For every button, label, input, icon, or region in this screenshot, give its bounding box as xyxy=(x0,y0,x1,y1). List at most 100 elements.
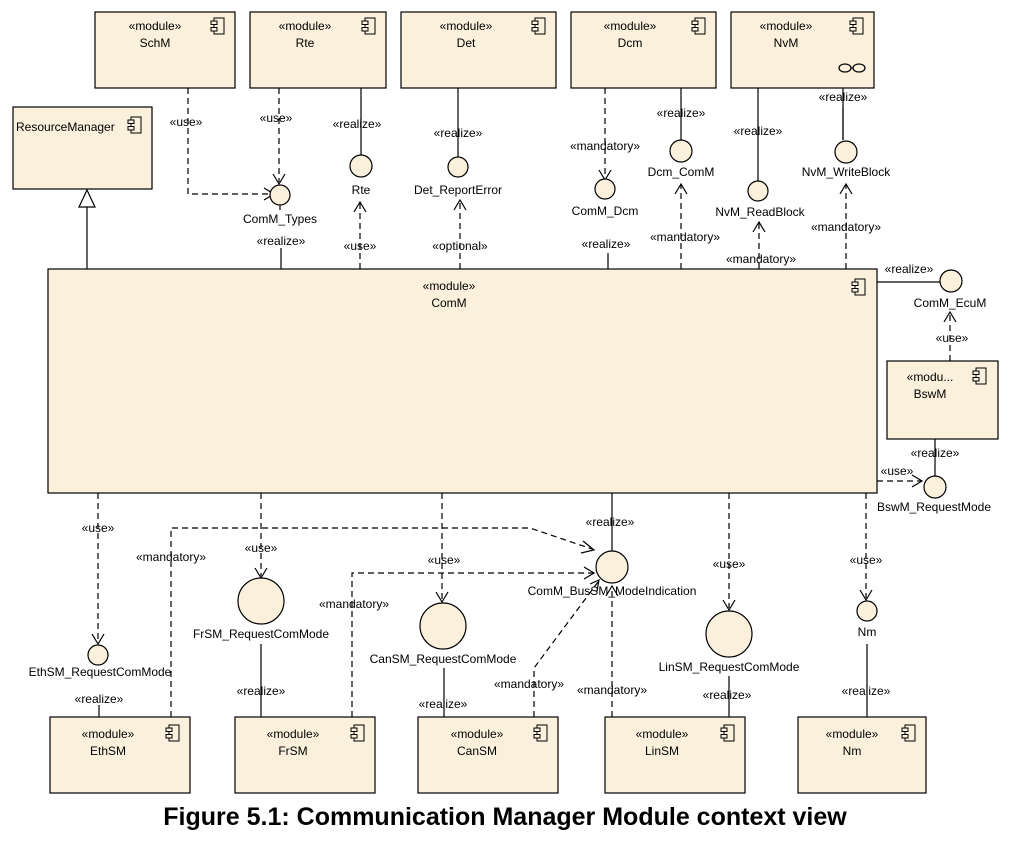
use-label: «use» xyxy=(936,331,969,345)
stereotype-label: «module» xyxy=(760,19,813,33)
stereotype-label: «module» xyxy=(279,19,332,33)
component-diagram: «module» SchM «module» Rte «module» Det … xyxy=(12,11,999,794)
interface-linsm-request-com-mode[interactable]: LinSM_RequestComMode «realize» xyxy=(659,610,800,717)
module-cansm[interactable]: «module» CanSM xyxy=(417,716,559,794)
interface-comm-bussm-mode-indication[interactable]: «realize» ComM_BusSM_ModeIndication xyxy=(528,493,697,598)
mandatory-label: «mandatory» xyxy=(726,252,796,266)
interface-det-report-error[interactable]: «realize» Det_ReportError xyxy=(414,88,502,197)
interface-nvm-read-block[interactable]: «realize» NvM_ReadBlock xyxy=(715,88,806,219)
stereotype-label: «module» xyxy=(129,19,182,33)
use-label: «use» xyxy=(344,239,377,253)
optional-label: «optional» xyxy=(432,239,488,253)
module-det[interactable]: «module» Det xyxy=(400,11,557,89)
realize-label: «realize» xyxy=(842,684,891,698)
realize-label: «realize» xyxy=(819,90,868,104)
comm-use-ethsm: «use» xyxy=(82,493,115,646)
module-name: CanSM xyxy=(457,744,497,758)
module-name: Det xyxy=(457,36,476,50)
comm-optional-det: «optional» xyxy=(432,198,488,269)
use-label: «use» xyxy=(713,557,746,571)
comm-mandatory-nvm-write-block: «mandatory» xyxy=(811,182,881,269)
comm-use-nm: «use» xyxy=(850,493,883,602)
interface-bswm-request-mode[interactable]: «realize» BswM_RequestMode xyxy=(877,439,991,514)
comm-use-bswm-request-mode: «use» xyxy=(877,464,924,488)
module-resource-manager[interactable]: ResourceManager xyxy=(12,106,153,190)
stereotype-label: «module» xyxy=(451,727,504,741)
interface-label: ComM_Types xyxy=(243,212,317,226)
realize-label: «realize» xyxy=(734,124,783,138)
mandatory-label: «mandatory» xyxy=(494,677,564,691)
mandatory-label: «mandatory» xyxy=(650,230,720,244)
interface-label: Det_ReportError xyxy=(414,183,502,197)
comm-mandatory-nvm-read-block: «mandatory» xyxy=(726,220,796,269)
use-label: «use» xyxy=(850,553,883,567)
stereotype-label: «module» xyxy=(82,727,135,741)
use-label: «use» xyxy=(260,111,293,125)
module-dcm[interactable]: «module» Dcm xyxy=(570,11,717,89)
module-linsm[interactable]: «module» LinSM xyxy=(604,716,746,794)
use-label: «use» xyxy=(881,464,914,478)
module-rte[interactable]: «module» Rte xyxy=(249,11,387,89)
interface-dcm-comm[interactable]: «realize» Dcm_ComM xyxy=(648,88,715,179)
module-name: LinSM xyxy=(645,744,679,758)
frsm-mandatory-mode-indication: «mandatory» xyxy=(319,566,596,717)
realize-label: «realize» xyxy=(419,697,468,711)
module-bswm[interactable]: «modu... BswM xyxy=(886,360,999,440)
module-schm[interactable]: «module» SchM xyxy=(94,11,236,89)
interface-label: CanSM_RequestComMode xyxy=(370,652,517,666)
comm-use-rte: «use» xyxy=(344,200,377,269)
realize-label: «realize» xyxy=(237,684,286,698)
glasses-icon xyxy=(838,63,866,73)
comm-use-frsm: «use» xyxy=(245,493,278,580)
module-name: BswM xyxy=(914,387,947,401)
interface-frsm-request-com-mode[interactable]: FrSM_RequestComMode «realize» xyxy=(193,577,329,717)
stereotype-label: «module» xyxy=(636,727,689,741)
module-nvm[interactable]: «module» NvM xyxy=(730,11,875,89)
stereotype-label: «module» xyxy=(267,727,320,741)
mandatory-label: «mandatory» xyxy=(570,139,640,153)
comm-use-cansm: «use» xyxy=(428,493,461,604)
module-nm[interactable]: «module» Nm xyxy=(797,716,927,794)
module-name: Rte xyxy=(296,36,315,50)
interface-ethsm-request-com-mode[interactable]: EthSM_RequestComMode «realize» xyxy=(29,644,172,717)
bswm-use-comm-ecum: «use» xyxy=(936,310,969,361)
interface-cansm-request-com-mode[interactable]: CanSM_RequestComMode «realize» xyxy=(370,602,517,717)
interface-nvm-write-block[interactable]: «realize» NvM_WriteBlock xyxy=(802,88,891,179)
interface-nm[interactable]: Nm «realize» xyxy=(842,600,891,717)
interface-rte[interactable]: «realize» Rte xyxy=(333,88,382,197)
interface-label: NvM_ReadBlock xyxy=(715,205,805,219)
module-name: ComM xyxy=(431,296,466,310)
interface-label: Dcm_ComM xyxy=(648,165,715,179)
interface-label: Nm xyxy=(858,625,877,639)
interface-comm-dcm[interactable]: ComM_Dcm «realize» xyxy=(572,178,639,269)
realize-label: «realize» xyxy=(434,126,483,140)
realize-label: «realize» xyxy=(911,446,960,460)
rte-use-comm-types: «use» xyxy=(260,88,293,186)
stereotype-label: «module» xyxy=(423,279,476,293)
linsm-mandatory-mode-indication: «mandatory» xyxy=(577,584,647,717)
module-ethsm[interactable]: «module» EthSM xyxy=(49,716,191,794)
module-comm[interactable]: «module» ComM xyxy=(47,268,878,494)
module-name: EthSM xyxy=(90,744,126,758)
comm-use-linsm: «use» xyxy=(713,493,746,612)
realize-label: «realize» xyxy=(586,515,635,529)
module-name: Dcm xyxy=(618,36,643,50)
module-name: Nm xyxy=(843,744,862,758)
mandatory-label: «mandatory» xyxy=(811,220,881,234)
generalization-arrow xyxy=(78,188,96,269)
realize-label: «realize» xyxy=(582,237,631,251)
interface-label: FrSM_RequestComMode xyxy=(193,627,329,641)
interface-comm-types[interactable]: ComM_Types «realize» xyxy=(243,184,317,269)
interface-label: LinSM_RequestComMode xyxy=(659,660,800,674)
cansm-mandatory-mode-indication: «mandatory» xyxy=(494,578,600,717)
use-label: «use» xyxy=(82,521,115,535)
use-label: «use» xyxy=(428,553,461,567)
stereotype-label: «module» xyxy=(826,727,879,741)
stereotype-label: «modu... xyxy=(907,370,954,384)
interface-label: ComM_EcuM xyxy=(914,296,987,310)
realize-label: «realize» xyxy=(75,692,124,706)
figure-caption: Figure 5.1: Communication Manager Module… xyxy=(163,803,847,831)
interface-comm-ecum[interactable]: «realize» ComM_EcuM xyxy=(877,262,986,310)
module-frsm[interactable]: «module» FrSM xyxy=(234,716,376,794)
dcm-mandatory-comm-dcm: «mandatory» xyxy=(570,88,640,182)
